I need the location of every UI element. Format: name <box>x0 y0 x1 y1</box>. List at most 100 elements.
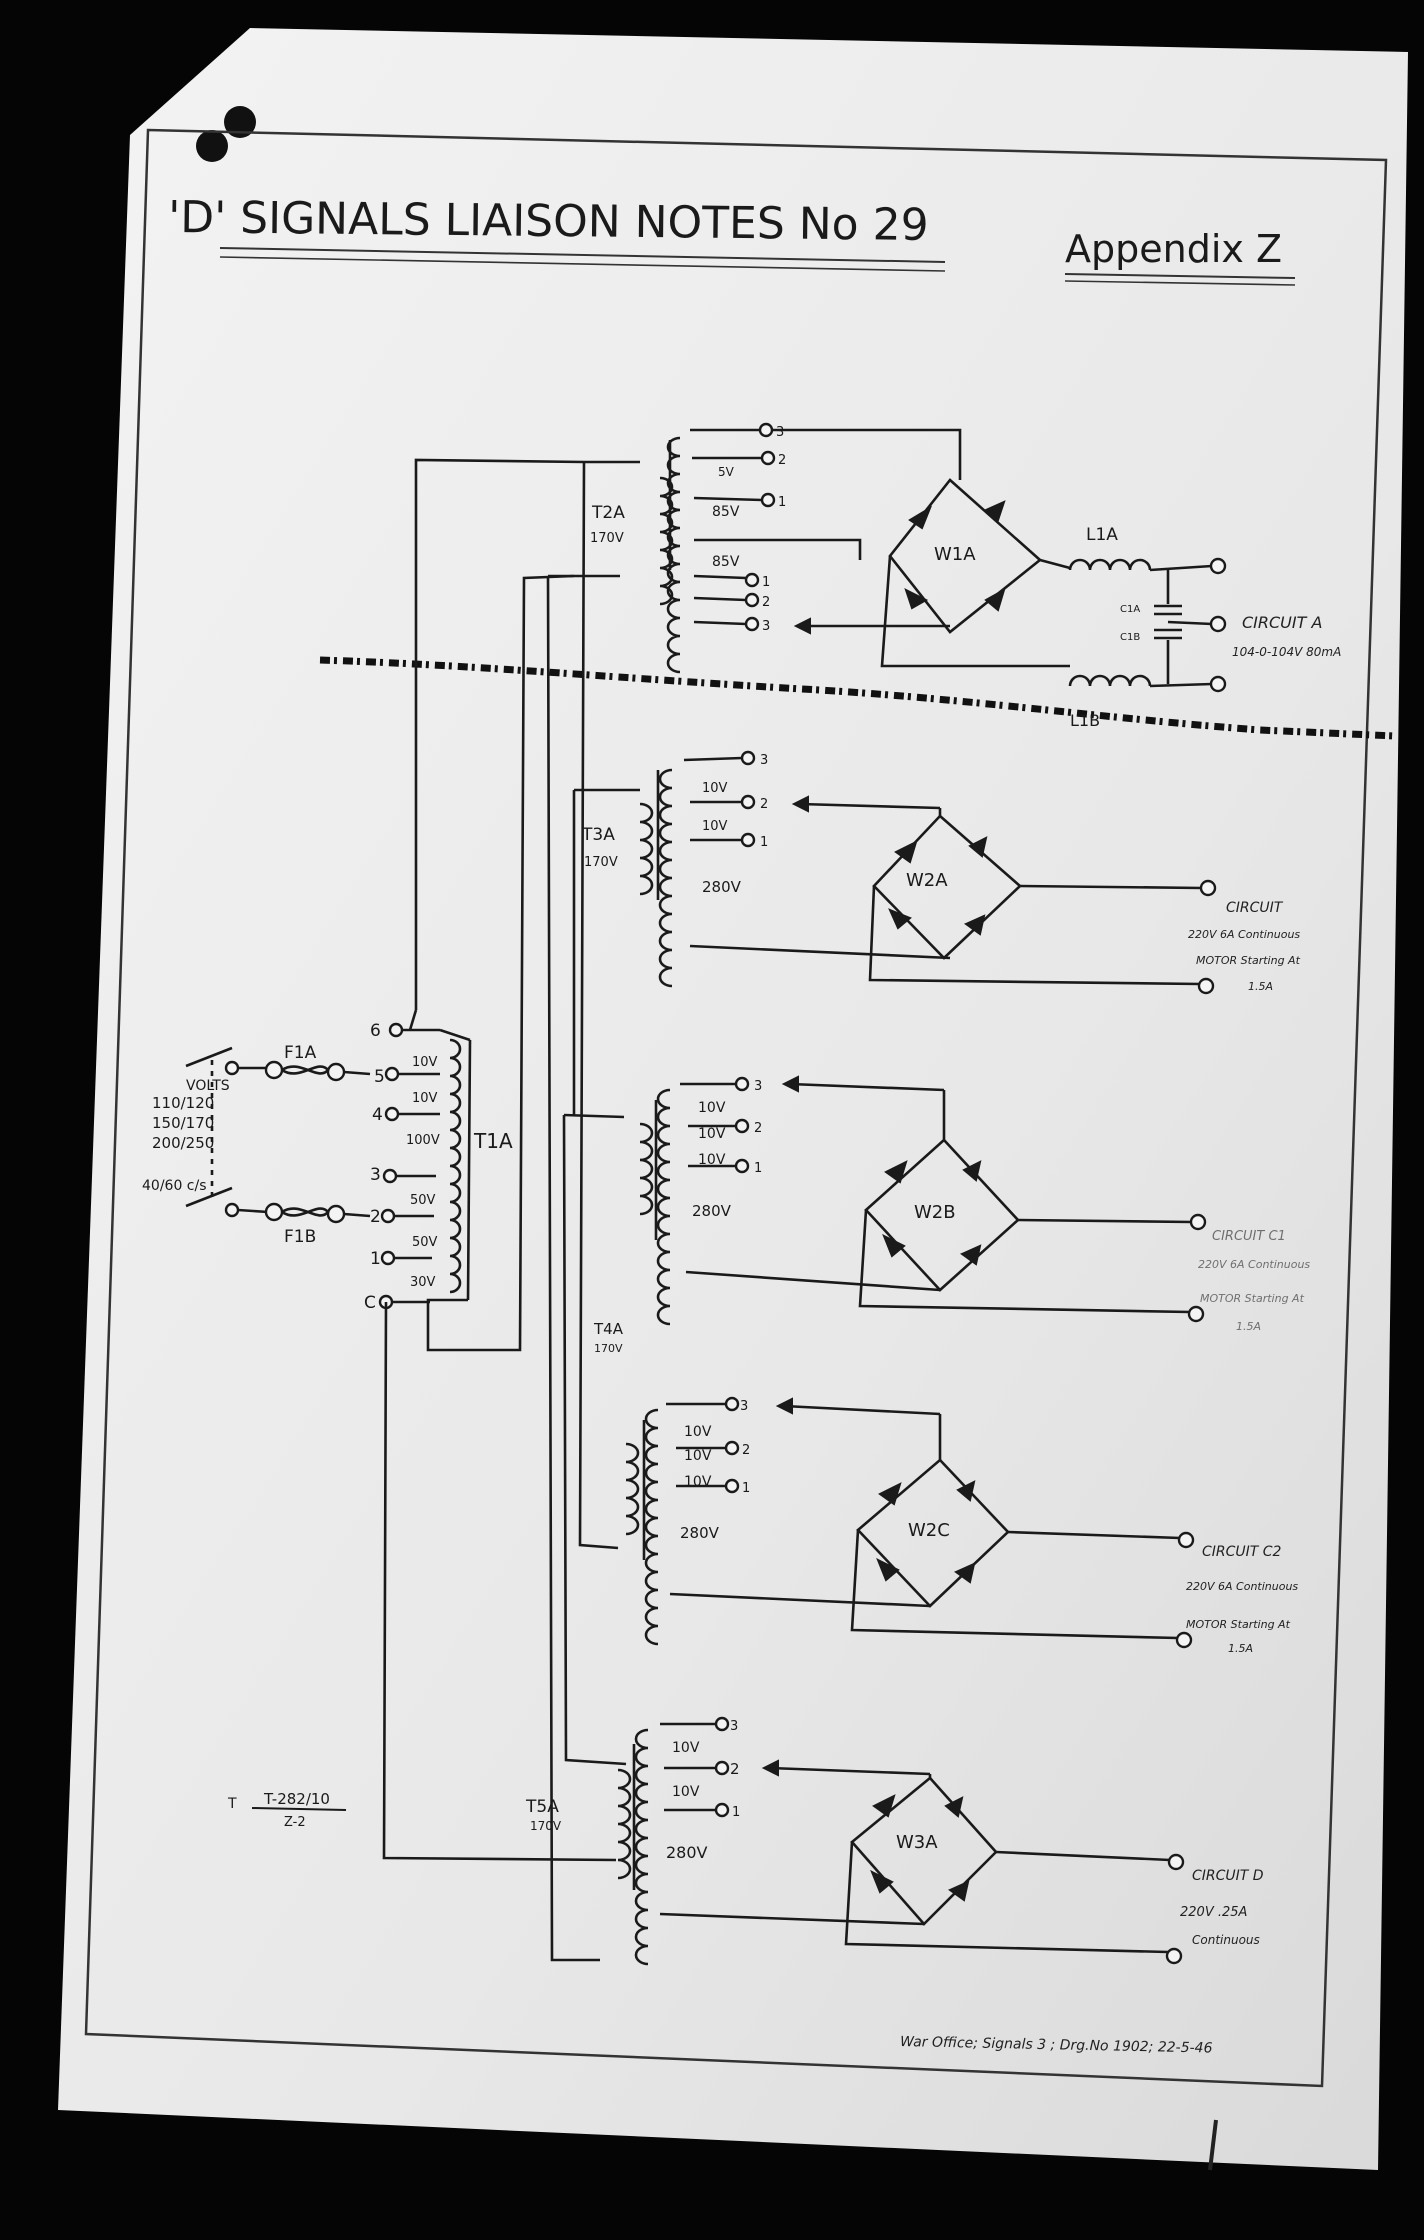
transformer-t1a: 6 5 4 3 2 1 C T1A 10V 10V 100V 50V 50V 3… <box>364 458 585 1352</box>
circuit-c1-motor: MOTOR Starting At <box>1200 1292 1305 1305</box>
choke-l1b: L1B <box>1070 711 1100 730</box>
title-underline <box>219 256 946 272</box>
c2-secondary: 10V <box>684 1474 712 1490</box>
appendix-underline <box>1064 273 1296 279</box>
t1a-winding: 30V <box>410 1275 436 1290</box>
t3a-tap: 1 <box>760 835 768 850</box>
border <box>84 128 1388 2088</box>
circuit-b: T3A 170V 10V 10V 280V 3 2 1 W2A CIRCUIT … <box>581 750 1301 995</box>
circuit-a-rating: 104-0-104V 80mA <box>1232 645 1341 659</box>
document-title: 'D' SIGNALS LIAISON NOTES No 29 <box>168 192 929 251</box>
t1a-tap: 1 <box>370 1249 381 1269</box>
c1-secondary: 10V <box>698 1152 726 1168</box>
t2a-tap: 3 <box>762 619 770 634</box>
t2a-tap: 2 <box>762 595 770 610</box>
circuit-a: T2A 170V 5V 85V 85V 3 2 1 1 2 3 W1A L1A <box>590 422 1341 730</box>
c2-tap: 3 <box>740 1399 748 1414</box>
t2a-secondary: 5V <box>718 465 735 479</box>
t4a-primary: 170V <box>594 1342 623 1355</box>
t1a-name: T1A <box>473 1129 513 1153</box>
d-secondary: 280V <box>666 1843 708 1862</box>
appendix-underline <box>1064 280 1296 286</box>
circuit-c2: T4A 170V 10V 10V 10V 280V 3 2 1 W2C CIRC… <box>593 1320 1298 1655</box>
t1a-tap: 3 <box>370 1165 381 1185</box>
t1a-tap: 6 <box>370 1021 381 1041</box>
c1-secondary: 280V <box>692 1202 732 1220</box>
paper <box>58 28 1408 2170</box>
circuit-b-motor: MOTOR Starting At <box>1196 954 1301 967</box>
c2-tap: 1 <box>742 1481 750 1496</box>
drawing-footer: War Office; Signals 3 ; Drg.No 1902; 22-… <box>900 2034 1213 2057</box>
choke-l1a: L1A <box>1086 525 1118 545</box>
t3a-tap: 3 <box>760 753 768 768</box>
d-tap: 3 <box>730 1719 738 1734</box>
circuit-b-rating: 220V 6A Continuous <box>1188 928 1300 941</box>
circuit-d: T5A 170V 10V 10V 280V 3 2 1 W3A CIRCUIT … <box>525 1716 1264 1966</box>
circuit-d-rating: 220V .25A <box>1180 1905 1247 1920</box>
cap-c1b: C1B <box>1120 632 1140 643</box>
t1a-winding: 50V <box>410 1193 436 1208</box>
volts-range: 200/250 <box>152 1134 214 1152</box>
t2a-tap: 1 <box>778 495 786 510</box>
cap-c1a: C1A <box>1120 604 1140 615</box>
circuit-b-label: CIRCUIT <box>1226 900 1284 916</box>
circuit-d-label: CIRCUIT D <box>1192 1868 1264 1884</box>
t5a-name: T5A <box>525 1797 559 1817</box>
fuse-b-label: F1B <box>284 1227 316 1247</box>
input-section: VOLTS 110/120 150/170 200/250 40/60 c/s … <box>142 1043 371 1247</box>
w3a-label: W3A <box>896 1832 938 1853</box>
frequency-label: 40/60 c/s <box>142 1178 207 1194</box>
t1a-winding: 50V <box>412 1235 438 1250</box>
c2-secondary: 10V <box>684 1448 712 1464</box>
t1a-winding: 10V <box>412 1055 438 1070</box>
t2a-name: T2A <box>591 503 625 523</box>
t2a-secondary: 85V <box>712 504 740 520</box>
w2b-label: W2B <box>914 1202 956 1223</box>
d-tap: 2 <box>730 1760 740 1778</box>
t1a-tap: 2 <box>370 1207 381 1227</box>
edge-shadow <box>1208 2119 1218 2171</box>
c1-tap: 3 <box>754 1079 762 1094</box>
d-tap: 1 <box>732 1805 740 1820</box>
t3a-secondary: 280V <box>702 878 742 896</box>
circuit-c2-motor: MOTOR Starting At <box>1186 1618 1291 1631</box>
c1-tap: 2 <box>754 1121 762 1136</box>
d-secondary: 10V <box>672 1784 700 1800</box>
t5a-primary: 170V <box>530 1819 562 1833</box>
t1a-tap: 4 <box>372 1105 383 1125</box>
punch-hole <box>224 106 256 138</box>
t2a-tap: 2 <box>778 453 786 468</box>
ref-denominator: Z-2 <box>284 1815 306 1830</box>
t3a-primary: 170V <box>584 855 618 870</box>
circuit-c2-motor-rating: 1.5A <box>1228 1642 1253 1655</box>
circuit-c1-motor-rating: 1.5A <box>1236 1320 1261 1333</box>
t3a-name: T3A <box>581 825 615 845</box>
t3a-secondary: 10V <box>702 781 728 796</box>
c2-secondary: 10V <box>684 1424 712 1440</box>
volts-title: VOLTS <box>186 1078 230 1094</box>
title-underline <box>219 247 946 263</box>
t1a-tap: C <box>364 1293 376 1313</box>
t1a-winding: 10V <box>412 1091 438 1106</box>
punch-hole <box>196 130 228 162</box>
t3a-secondary: 10V <box>702 819 728 834</box>
circuit-c2-label: CIRCUIT C2 <box>1202 1544 1282 1560</box>
t1a-tap: 5 <box>374 1067 385 1087</box>
c1-secondary: 10V <box>698 1100 726 1116</box>
circuit-c1-label: CIRCUIT C1 <box>1212 1229 1286 1244</box>
w1a-label: W1A <box>934 544 976 565</box>
circuit-c1-rating: 220V 6A Continuous <box>1198 1258 1310 1271</box>
t1a-winding: 100V <box>406 1133 440 1148</box>
ref-prefix: T <box>227 1796 237 1812</box>
c2-tap: 2 <box>742 1443 750 1458</box>
t4a-name: T4A <box>593 1320 624 1338</box>
t2a-tap: 1 <box>762 575 770 590</box>
circuit-c1: 10V 10V 10V 280V 3 2 1 W2B CIRCUIT C1 22… <box>639 1075 1310 1333</box>
circuit-d-mode: Continuous <box>1192 1933 1260 1947</box>
c2-secondary: 280V <box>680 1524 720 1542</box>
volts-range: 150/170 <box>152 1114 214 1132</box>
t3a-tap: 2 <box>760 797 768 812</box>
appendix-label: Appendix Z <box>1065 227 1282 271</box>
